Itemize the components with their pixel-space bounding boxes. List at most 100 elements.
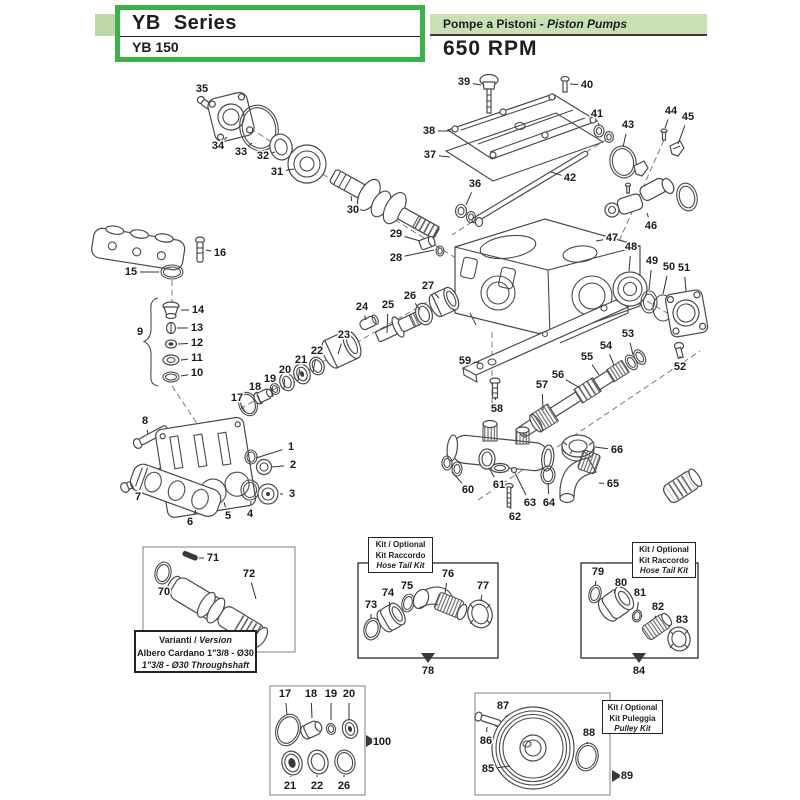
part-label-20: 20 bbox=[279, 364, 291, 376]
oring-15 bbox=[160, 264, 184, 280]
rpm-label: 650 RPM bbox=[443, 37, 538, 60]
ring-19 bbox=[269, 383, 281, 395]
sleeve-23 bbox=[321, 329, 362, 369]
screw-44b-icon bbox=[624, 182, 632, 194]
part-label-34: 34 bbox=[212, 140, 225, 152]
kit-oring-17 bbox=[275, 713, 301, 747]
part-label-2: 2 bbox=[290, 459, 296, 471]
bearing-cover-34 bbox=[207, 91, 255, 143]
page-title: YB Series bbox=[120, 10, 420, 37]
leader-line-51 bbox=[684, 276, 687, 292]
part-label-21: 21 bbox=[295, 354, 307, 366]
leader-line-10 bbox=[180, 374, 189, 377]
part-label-88: 88 bbox=[583, 727, 595, 739]
part-label-75: 75 bbox=[401, 580, 413, 592]
screw-16-icon bbox=[194, 236, 206, 263]
seal-32 bbox=[269, 133, 293, 161]
valve-manifold-16 bbox=[91, 225, 186, 271]
oring-73 bbox=[363, 617, 381, 641]
leader-line-7 bbox=[130, 482, 135, 490]
part-label-47: 47 bbox=[606, 232, 618, 244]
part-label-33: 33 bbox=[235, 146, 247, 158]
part-label-6: 6 bbox=[187, 516, 193, 528]
leader-line-36 bbox=[465, 192, 472, 206]
kit-seal-26 bbox=[334, 749, 356, 775]
part-label-52: 52 bbox=[674, 361, 686, 373]
part-label-87: 87 bbox=[497, 700, 509, 712]
pulley-line-2: Kit Puleggia bbox=[609, 713, 656, 723]
leader-line-42 bbox=[550, 171, 562, 176]
part-label-40: 40 bbox=[581, 79, 593, 91]
screw-40-icon bbox=[560, 75, 570, 93]
oring-33 bbox=[239, 104, 279, 152]
pulley-line-3: Pulley Kit bbox=[614, 724, 651, 733]
outlet-manifold bbox=[446, 419, 555, 474]
leader-line-57 bbox=[541, 393, 544, 411]
leader-line-30 bbox=[350, 195, 353, 202]
leader-line-19 bbox=[271, 387, 274, 398]
part-label-18: 18 bbox=[305, 688, 317, 700]
leader-line-21 bbox=[297, 368, 301, 382]
leader-line-31 bbox=[285, 168, 295, 171]
part-label-89: 89 bbox=[621, 770, 633, 782]
leader-lines bbox=[130, 83, 687, 778]
part-label-78: 78 bbox=[422, 665, 434, 677]
part-label-46: 46 bbox=[645, 220, 657, 232]
part-label-38: 38 bbox=[423, 125, 435, 137]
category-separator: - bbox=[536, 17, 548, 31]
leader-line-29 bbox=[404, 236, 421, 242]
leader-line-5 bbox=[223, 501, 226, 508]
kit-ring-22 bbox=[307, 749, 329, 775]
leader-line-81 bbox=[636, 601, 639, 611]
leader-line-25 bbox=[386, 313, 389, 334]
leader-line-58 bbox=[494, 396, 496, 401]
part-label-79: 79 bbox=[592, 566, 604, 578]
washer-11 bbox=[162, 354, 180, 366]
leader-line-55 bbox=[591, 364, 600, 376]
series-title-box: YB Series YB 150 bbox=[115, 5, 425, 62]
leader-line-1 bbox=[255, 449, 283, 459]
leader-line-34 bbox=[224, 136, 228, 140]
seal-20 bbox=[279, 372, 295, 392]
pulley-kit-outline bbox=[474, 692, 611, 796]
leader-line-20 bbox=[283, 378, 286, 391]
hose-kit-2-label-box: Kit / Optional Kit Raccordo Hose Tail Ki… bbox=[632, 542, 696, 578]
clamp-45b bbox=[633, 160, 649, 177]
leader-line-18 bbox=[310, 702, 313, 719]
cover-gasket-37 bbox=[444, 112, 605, 182]
part-label-83: 83 bbox=[676, 614, 688, 626]
leader-line-24 bbox=[364, 315, 367, 321]
part-label-24: 24 bbox=[356, 301, 369, 313]
part-label-26: 26 bbox=[404, 290, 416, 302]
kit-ring-19 bbox=[325, 723, 337, 735]
part-label-50: 50 bbox=[663, 261, 675, 273]
suction-manifold-6 bbox=[129, 463, 222, 517]
kit2-line-2: Kit Raccordo bbox=[639, 555, 689, 565]
crankcase-47 bbox=[454, 218, 641, 342]
part-label-63: 63 bbox=[524, 497, 536, 509]
pulley-kit-label-box: Kit / Optional Kit Puleggia Pulley Kit bbox=[602, 700, 663, 734]
screw-62-icon bbox=[504, 482, 514, 508]
part-label-65: 65 bbox=[607, 478, 619, 490]
leader-line-76 bbox=[444, 582, 448, 594]
leader-line-85 bbox=[496, 765, 511, 769]
leader-line-59 bbox=[473, 361, 482, 364]
hose-tail-82 bbox=[641, 612, 673, 640]
oring-88 bbox=[575, 742, 599, 772]
washers-41 bbox=[593, 124, 614, 143]
part-label-5: 5 bbox=[225, 510, 231, 522]
part-label-1: 1 bbox=[288, 441, 294, 453]
category-english: Piston Pumps bbox=[547, 17, 628, 31]
leader-line-16 bbox=[205, 249, 212, 252]
category-band: Pompe a Pistoni - Piston Pumps bbox=[430, 14, 707, 36]
part-label-36: 36 bbox=[469, 178, 481, 190]
part-label-13: 13 bbox=[191, 322, 203, 334]
valve-13 bbox=[165, 321, 177, 335]
part-label-48: 48 bbox=[625, 241, 637, 253]
pulley-85 bbox=[491, 706, 575, 790]
oring-79 bbox=[588, 584, 602, 604]
oring-70 bbox=[154, 561, 172, 585]
part-label-30: 30 bbox=[347, 204, 359, 216]
part-label-81: 81 bbox=[634, 587, 646, 599]
